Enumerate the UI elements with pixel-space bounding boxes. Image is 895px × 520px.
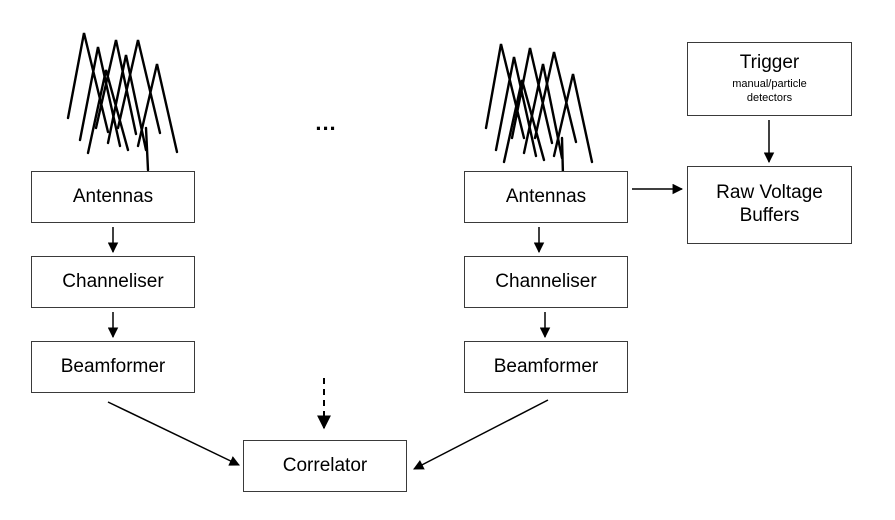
antennas-label-left: Antennas xyxy=(72,185,154,207)
channeliser-box-right: Channeliser xyxy=(464,256,628,308)
more-stations-ellipsis: ... xyxy=(315,110,337,135)
arrow-beamformer-right-to-correlator xyxy=(413,399,549,470)
antenna-array-left-icon xyxy=(66,32,179,172)
beamformer-box-left: Beamformer xyxy=(31,341,195,393)
correlator-box: Correlator xyxy=(243,440,407,492)
trigger-box: Trigger manual/particle detectors xyxy=(687,42,852,116)
trigger-title: Trigger xyxy=(739,51,800,73)
raw-voltage-buffers-box: Raw Voltage Buffers xyxy=(687,166,852,244)
channeliser-label-right: Channeliser xyxy=(495,270,597,292)
arrow-beamformer-left-to-correlator xyxy=(107,401,240,466)
trigger-subtitle: manual/particle detectors xyxy=(732,77,807,104)
raw-voltage-buffers-label: Raw Voltage Buffers xyxy=(716,182,823,226)
beamformer-label-right: Beamformer xyxy=(493,355,599,377)
beamformer-box-right: Beamformer xyxy=(464,341,628,393)
channeliser-box-left: Channeliser xyxy=(31,256,195,308)
antennas-label-right: Antennas xyxy=(505,185,587,207)
correlator-label: Correlator xyxy=(282,454,368,476)
antennas-box-left: Antennas xyxy=(31,171,195,223)
beamformer-label-left: Beamformer xyxy=(60,355,166,377)
antenna-array-right-icon xyxy=(484,43,594,178)
channeliser-label-left: Channeliser xyxy=(62,270,164,292)
antennas-box-right: Antennas xyxy=(464,171,628,223)
